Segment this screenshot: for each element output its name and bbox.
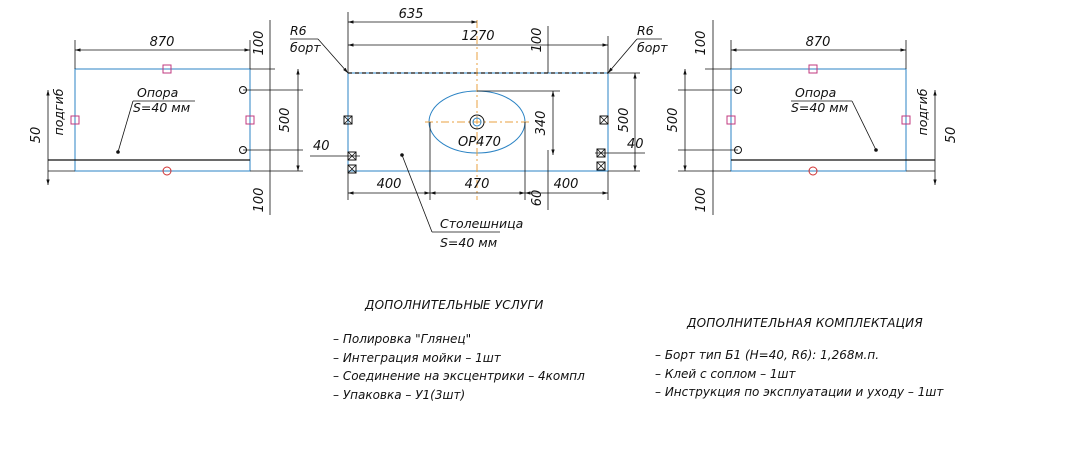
right-bottom-offset-dimension: 100 xyxy=(694,188,709,213)
left-margin-dimension: 400 xyxy=(377,177,402,192)
right-height-dimension-panel: 500 xyxy=(666,108,681,133)
list-item: Интеграция мойки – 1шт xyxy=(333,349,633,368)
eccentric-connector xyxy=(596,161,606,171)
list-item: Полировка "Глянец" xyxy=(333,330,633,349)
countertop-thickness: S=40 мм xyxy=(440,235,497,250)
left-support-panel: 870 100 500 100 50 подгиб Опора S=40 мм xyxy=(29,20,303,215)
equipment-list: Борт тип Б1 (Н=40, R6): 1,268м.п. Клей с… xyxy=(655,346,985,402)
list-item: Инструкция по эксплуатации и уходу – 1шт xyxy=(655,383,985,402)
right-bort-label: борт xyxy=(637,40,668,55)
left-radius-label: R6 xyxy=(290,23,307,38)
center-mark xyxy=(726,115,736,125)
center-mark xyxy=(808,64,818,74)
services-list: Полировка "Глянец" Интеграция мойки – 1ш… xyxy=(333,330,633,404)
left-bort-label: борт xyxy=(290,40,321,55)
center-mark xyxy=(162,64,172,74)
left-small-dimension: 40 xyxy=(313,139,330,154)
half-width-dimension: 635 xyxy=(399,7,424,22)
services-section: ДОПОЛНИТЕЛЬНЫЕ УСЛУГИ Полировка "Глянец"… xyxy=(333,298,633,404)
right-top-offset-dimension: 100 xyxy=(694,31,709,56)
right-small-dimension: 40 xyxy=(627,137,644,152)
equipment-heading: ДОПОЛНИТЕЛЬНАЯ КОМПЛЕКТАЦИЯ xyxy=(687,316,923,330)
left-top-offset-dimension: 100 xyxy=(252,31,267,56)
countertop-view: ОР470 635 1270 R6 борт R6 борт 100 340 5… xyxy=(290,7,668,250)
center-mark xyxy=(70,115,80,125)
right-margin-dimension: 400 xyxy=(554,177,579,192)
right-height-dimension: 500 xyxy=(617,108,632,133)
list-item: Клей с соплом – 1шт xyxy=(655,365,985,384)
drain-hole xyxy=(469,114,485,130)
eccentric-connector xyxy=(343,115,353,125)
depth-dimension: 340 xyxy=(534,111,549,136)
right-support-label: Опора xyxy=(795,85,836,100)
bowl-width-dimension: 470 xyxy=(465,177,490,192)
right-width-dimension: 870 xyxy=(806,35,831,50)
countertop-label: Столешница xyxy=(440,216,523,231)
right-support-panel: 870 100 500 100 50 подгиб Опора S=40 мм xyxy=(666,20,959,215)
left-podgib-dimension: 50 xyxy=(29,127,44,144)
right-panel-outline xyxy=(730,68,907,172)
left-height-dimension: 500 xyxy=(278,108,293,133)
list-item: Соединение на эксцентрики – 4компл xyxy=(333,367,633,386)
hole-mark xyxy=(808,166,818,176)
list-item: Упаковка – У1(3шт) xyxy=(333,386,633,405)
left-width-dimension: 870 xyxy=(150,35,175,50)
top-offset-dimension: 100 xyxy=(530,28,545,53)
left-support-thickness: S=40 мм xyxy=(133,100,190,115)
bowl-label: ОР470 xyxy=(458,135,501,150)
equipment-section: ДОПОЛНИТЕЛЬНАЯ КОМПЛЕКТАЦИЯ Борт тип Б1 … xyxy=(655,316,985,402)
right-podgib-label: подгиб xyxy=(915,88,930,135)
right-support-thickness: S=40 мм xyxy=(791,100,848,115)
right-podgib-dimension: 50 xyxy=(944,127,959,144)
eccentric-connector xyxy=(599,115,609,125)
eccentric-connector xyxy=(347,164,357,174)
bottom-offset-dimension: 60 xyxy=(530,190,545,207)
list-item: Борт тип Б1 (Н=40, R6): 1,268м.п. xyxy=(655,346,985,365)
center-mark xyxy=(901,115,911,125)
right-radius-label: R6 xyxy=(637,23,654,38)
left-podgib-label: подгиб xyxy=(51,88,66,135)
services-heading: ДОПОЛНИТЕЛЬНЫЕ УСЛУГИ xyxy=(365,298,544,312)
full-width-dimension: 1270 xyxy=(461,29,494,44)
left-support-label: Опора xyxy=(137,85,178,100)
hole-mark xyxy=(162,166,172,176)
left-bottom-offset-dimension: 100 xyxy=(252,188,267,213)
center-mark xyxy=(245,115,255,125)
